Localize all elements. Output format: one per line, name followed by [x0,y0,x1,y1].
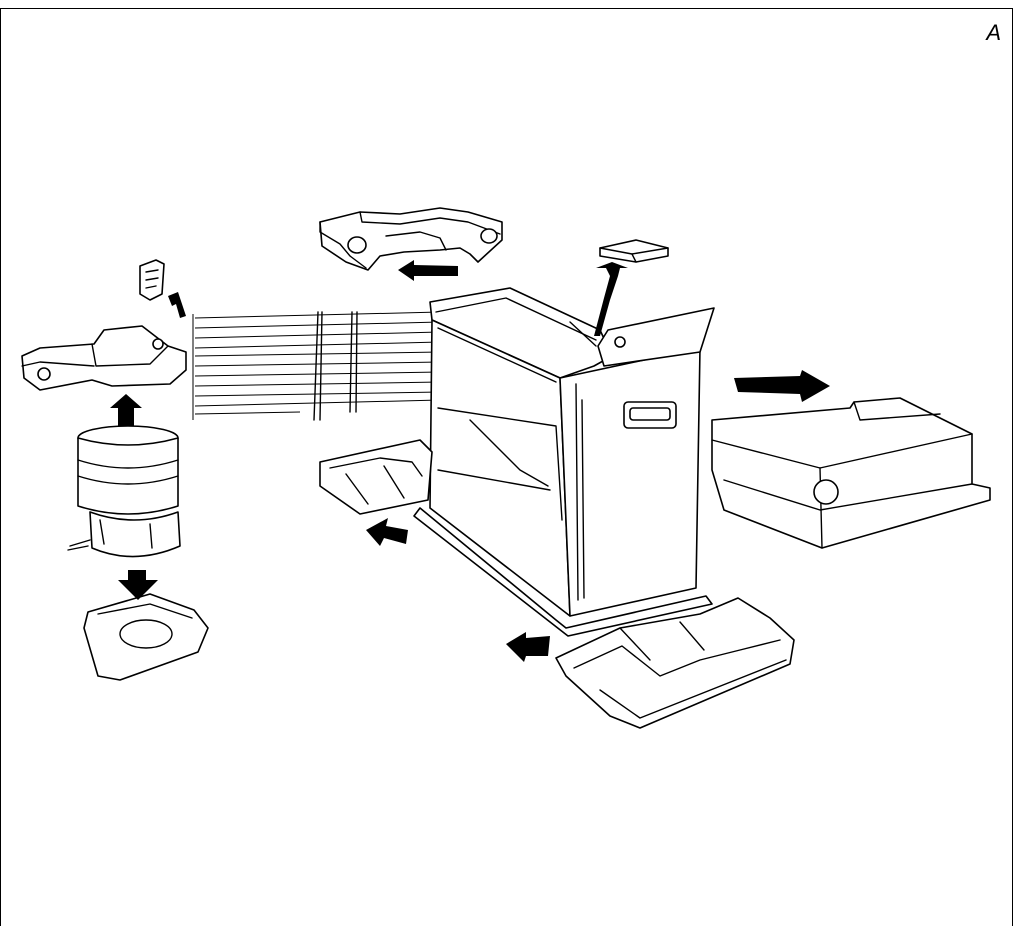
arrow-side-tray [366,518,408,546]
burner-cap-part [22,326,186,390]
burner-base-plate-part [84,594,208,680]
top-housing-part [320,208,502,270]
figure-label: A [986,20,1001,45]
arrow-bracket-small [168,292,186,318]
figure-frame [0,8,1013,926]
arrow-burner-down [118,570,158,600]
oil-tank-part [712,398,990,548]
arrow-tank [734,370,830,402]
lid-panel-part [600,240,668,262]
arrow-top-housing [398,260,458,281]
arrow-bottom-tray [506,632,550,662]
arrow-burner-up [110,394,142,426]
burner-cylinder-part [68,426,180,557]
bottom-tray-part [556,598,794,728]
small-bracket-part [140,260,164,300]
heat-shield-lines [193,312,440,420]
side-tray-part [320,440,432,514]
arrow-lid-panel [594,262,628,336]
heater-cabinet [414,288,714,636]
